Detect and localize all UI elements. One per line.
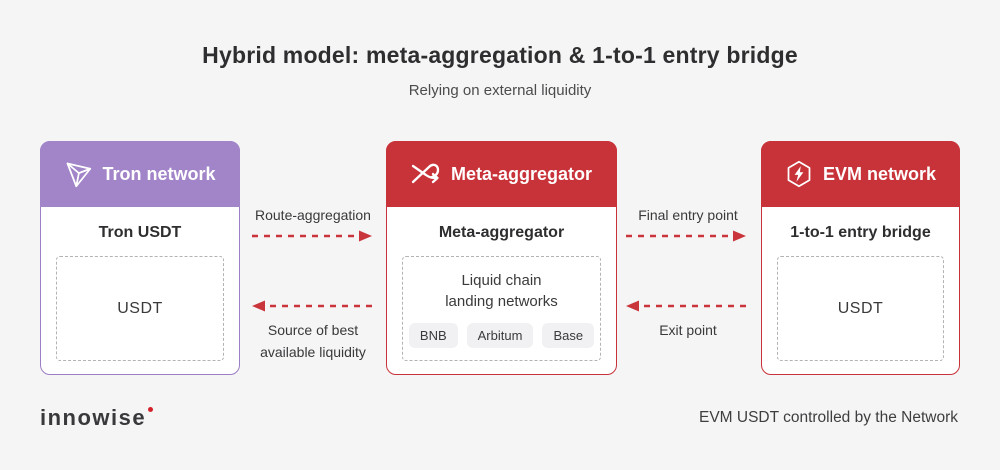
evm-header-label: EVM network [822,163,937,184]
chip-base: Base [542,322,595,348]
final-entry-point-label: Final entry point [638,207,738,223]
liquidity-source-arrow [252,300,372,312]
exit-point-arrow [626,300,746,312]
page-title: Hybrid model: meta-aggregation & 1-to-1 … [202,42,798,68]
footer-note: EVM USDT controlled by the Network [698,409,958,426]
meta-header-label: Meta-aggregator [450,163,593,184]
evm-card-header: EVM network [761,141,960,207]
final-entry-arrow [626,230,746,242]
tron-body-title: Tron USDT [98,224,182,241]
liquid-networks-caption: Liquid chain landing networks [445,271,558,310]
tron-network-card: Tron network Tron USDT USDT [40,141,240,375]
chip-bnb: BNB [408,322,458,348]
liquid-networks-box: Liquid chain landing networks BNB Arbitu… [402,256,601,361]
tron-card-header: Tron network [40,141,240,207]
exit-point-label: Exit point [659,322,717,338]
route-aggregation-label: Route-aggregation [255,207,371,223]
shuffle-arrows-icon [411,162,441,186]
page-subtitle: Relying on external liquidity [408,82,592,99]
evm-network-card: EVM network 1-to-1 entry bridge USDT [761,141,960,375]
meta-body-title: Meta-aggregator [438,224,565,241]
logo-red-dot-icon [148,407,154,412]
meta-card-header: Meta-aggregator [386,141,617,207]
evm-body-title: 1-to-1 entry bridge [790,224,931,241]
evm-asset-box: USDT [777,256,944,361]
network-chips: BNB Arbitum Base [408,322,595,348]
tron-asset-label: USDT [117,299,163,317]
evm-asset-label: USDT [837,299,884,317]
innowise-logo: innowise [40,405,154,431]
tron-header-label: Tron network [102,163,216,184]
meta-aggregator-card: Meta-aggregator Meta-aggregator Liquid c… [386,141,617,375]
cube-bolt-icon [785,160,813,188]
tron-asset-box: USDT [56,256,224,361]
tron-icon [64,160,92,188]
route-aggregation-arrow [252,230,372,242]
chip-arbitum: Arbitum [466,322,534,348]
liquidity-source-label: Source of best available liquidity [260,322,366,360]
